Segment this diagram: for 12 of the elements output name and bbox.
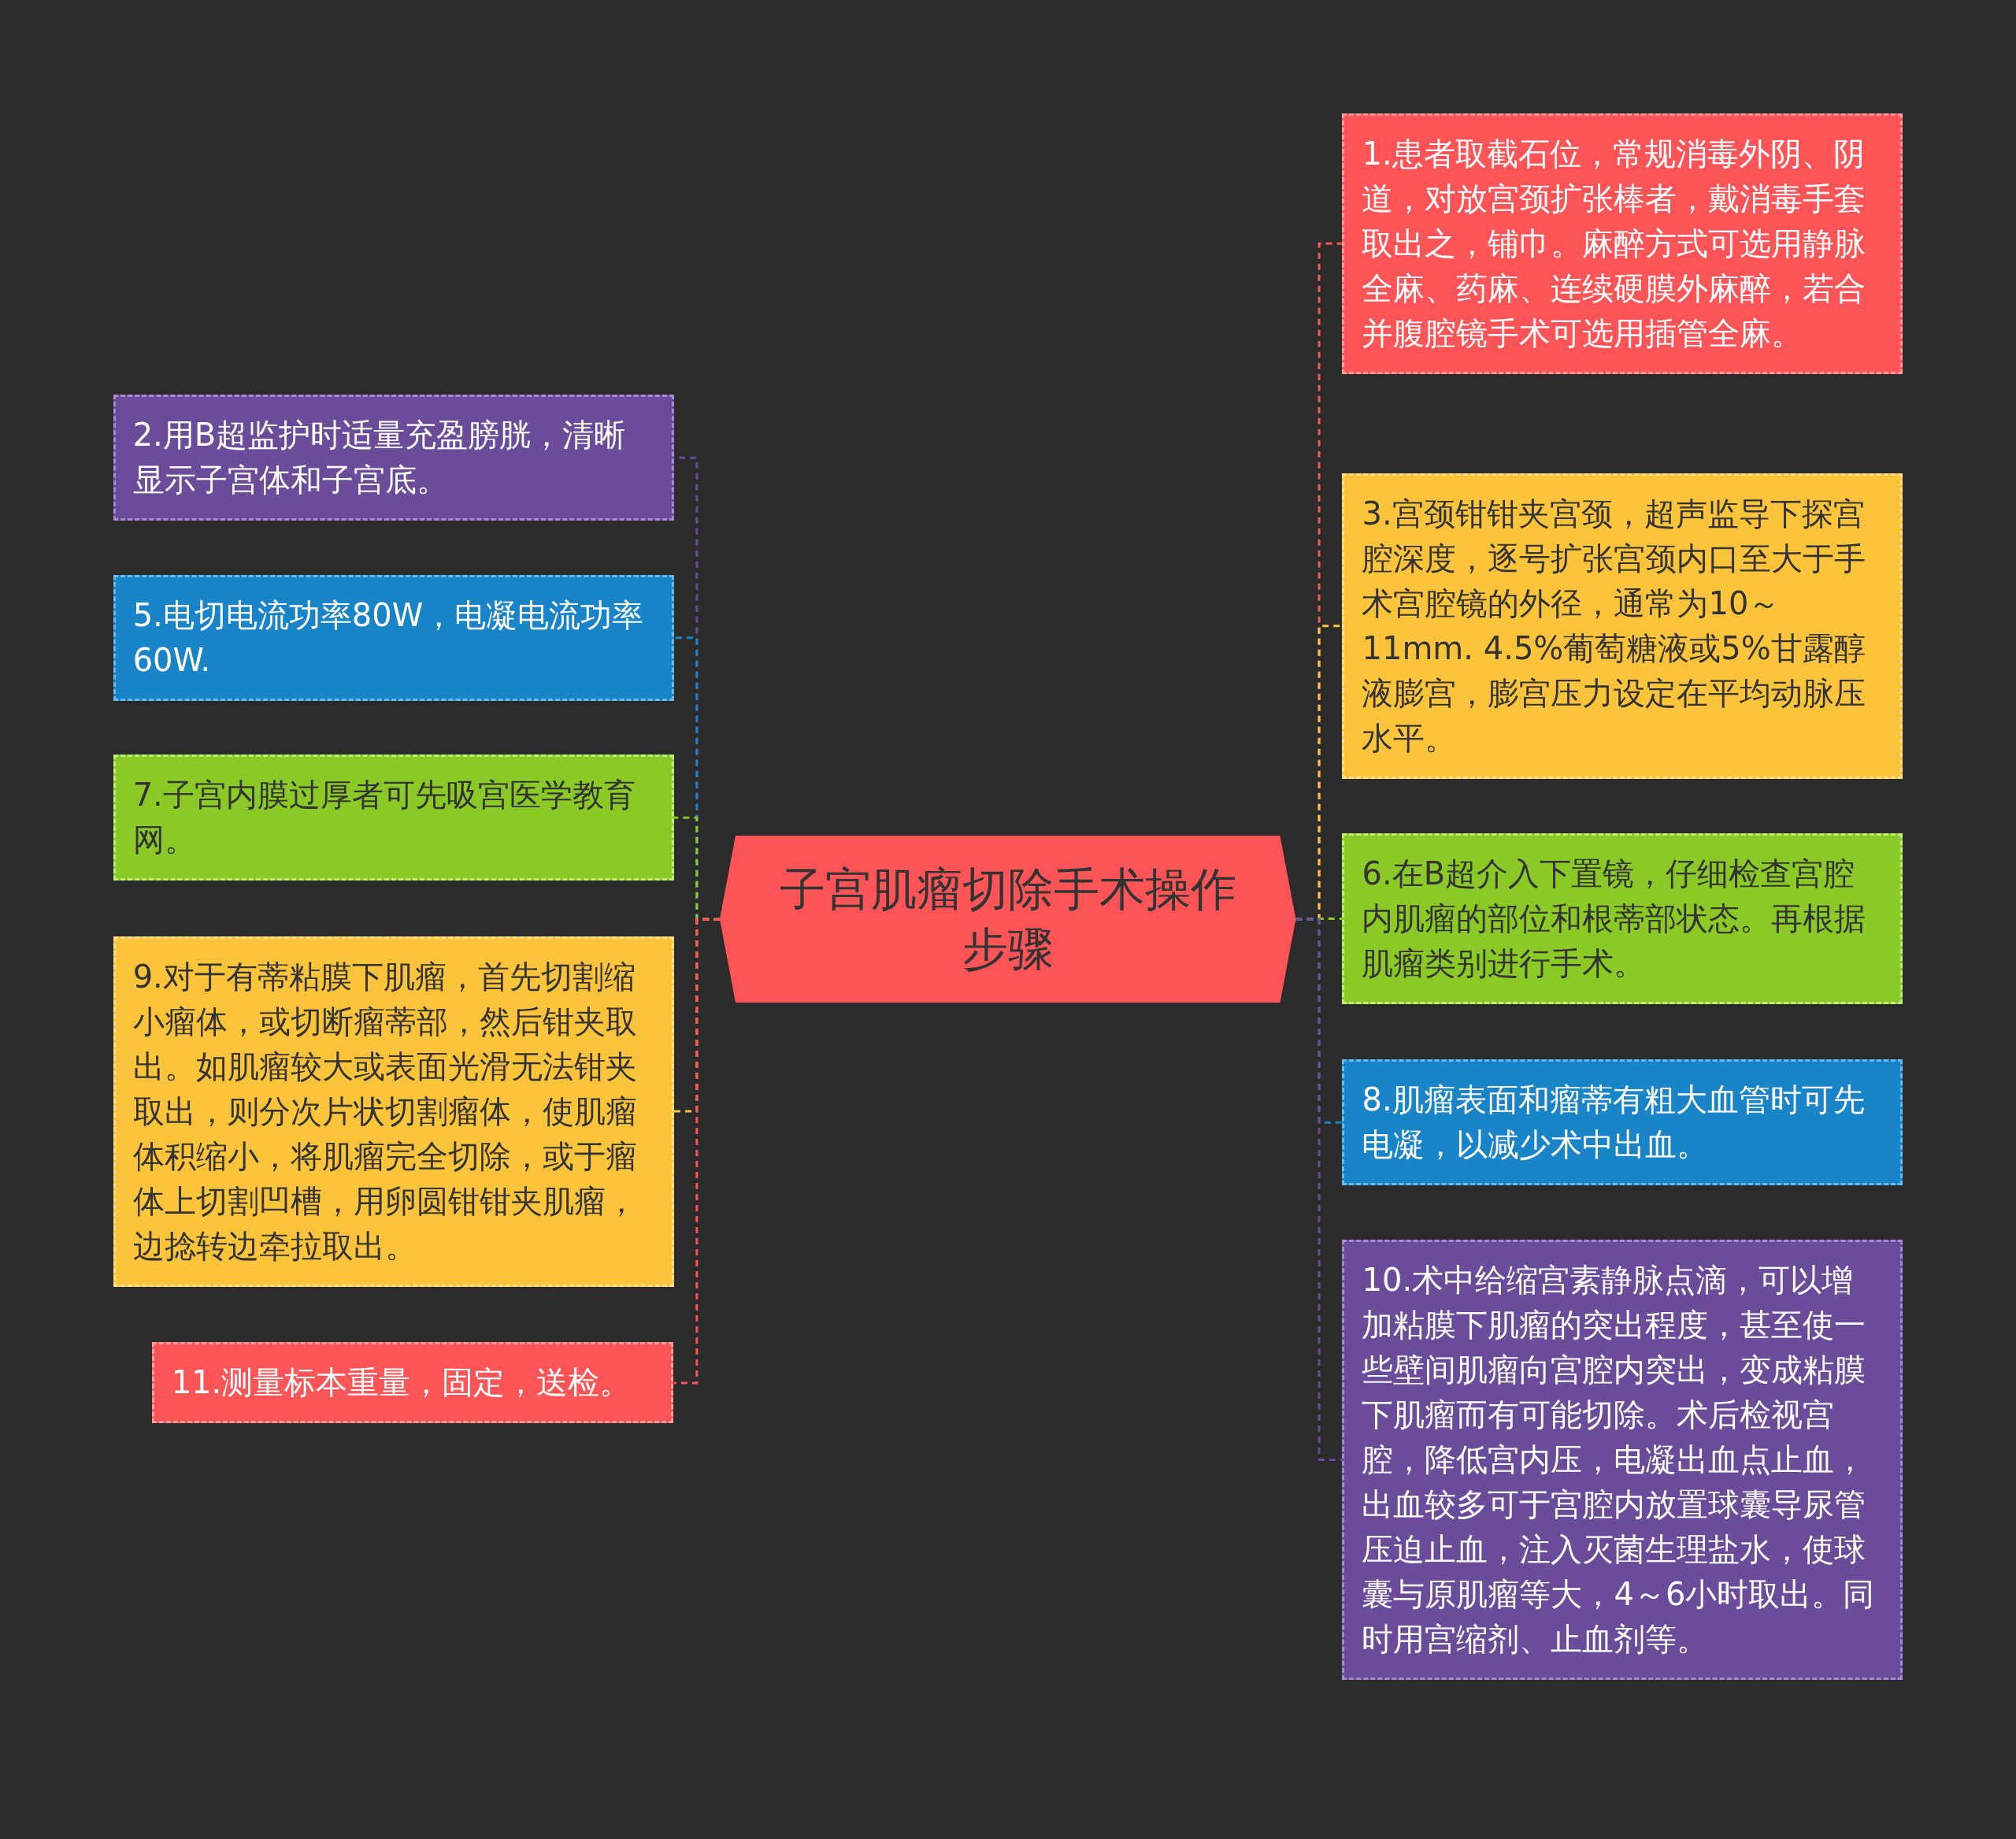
step-box: 9.对于有蒂粘膜下肌瘤，首先切割缩小瘤体，或切断瘤蒂部，然后钳夹取出。如肌瘤较大或表面光滑无法钳夹取出，则分次片状切割瘤体，使肌瘤体积缩小，将肌瘤完全切除，或于瘤体上切割凹槽，用卵圆钳钳夹肌瘤，边捻转边牵拉取出。 <box>113 936 674 1287</box>
step-box: 6.在B超介入下置镜，仔细检查宫腔内肌瘤的部位和根蒂部状态。再根据肌瘤类别进行手术。 <box>1342 832 1903 1004</box>
step-box: 3.宫颈钳钳夹宫颈，超声监导下探宫腔深度，逐号扩张宫颈内口至大于手术宫腔镜的外径，通常为10～11mm. 4.5%葡萄糖液或5%甘露醇液膨宫，膨宫压力设定在平均动脉压水平。 <box>1342 473 1903 779</box>
step-box: 10.术中给缩宫素静脉点滴，可以增加粘膜下肌瘤的突出程度，甚至使一些壁间肌瘤向宫腔内突出，变成粘膜下肌瘤而有可能切除。术后检视宫腔，降低宫内压，电凝出血点止血，出血较多可于宫腔内放置球囊导尿管压迫止血，注入灭菌生理盐水，使球囊与原肌瘤等大，4～6小时取出。同时用宫缩剂、止血剂等。 <box>1342 1239 1903 1680</box>
step-box: 7.子宫内膜过厚者可先吸宫医学教育网。 <box>113 755 674 881</box>
step-box: 5.电切电流功率80W，电凝电流功率60W. <box>113 574 674 701</box>
step-box: 2.用B超监护时适量充盈膀胱，清晰显示子宫体和子宫底。 <box>113 395 674 521</box>
step-box: 1.患者取截石位，常规消毒外阴、阴道，对放宫颈扩张棒者，戴消毒手套取出之，铺巾。麻醉方式可选用静脉全麻、药麻、连续硬膜外麻醉，若合并腹腔镜手术可选用插管全麻。 <box>1342 113 1903 374</box>
connector-line <box>673 918 721 1385</box>
connector-line <box>1295 918 1343 1461</box>
step-box: 11.测量标本重量，固定，送检。 <box>151 1342 674 1424</box>
step-box: 8.肌瘤表面和瘤蒂有粗大血管时可先电凝，以减少术中出血。 <box>1342 1059 1903 1186</box>
